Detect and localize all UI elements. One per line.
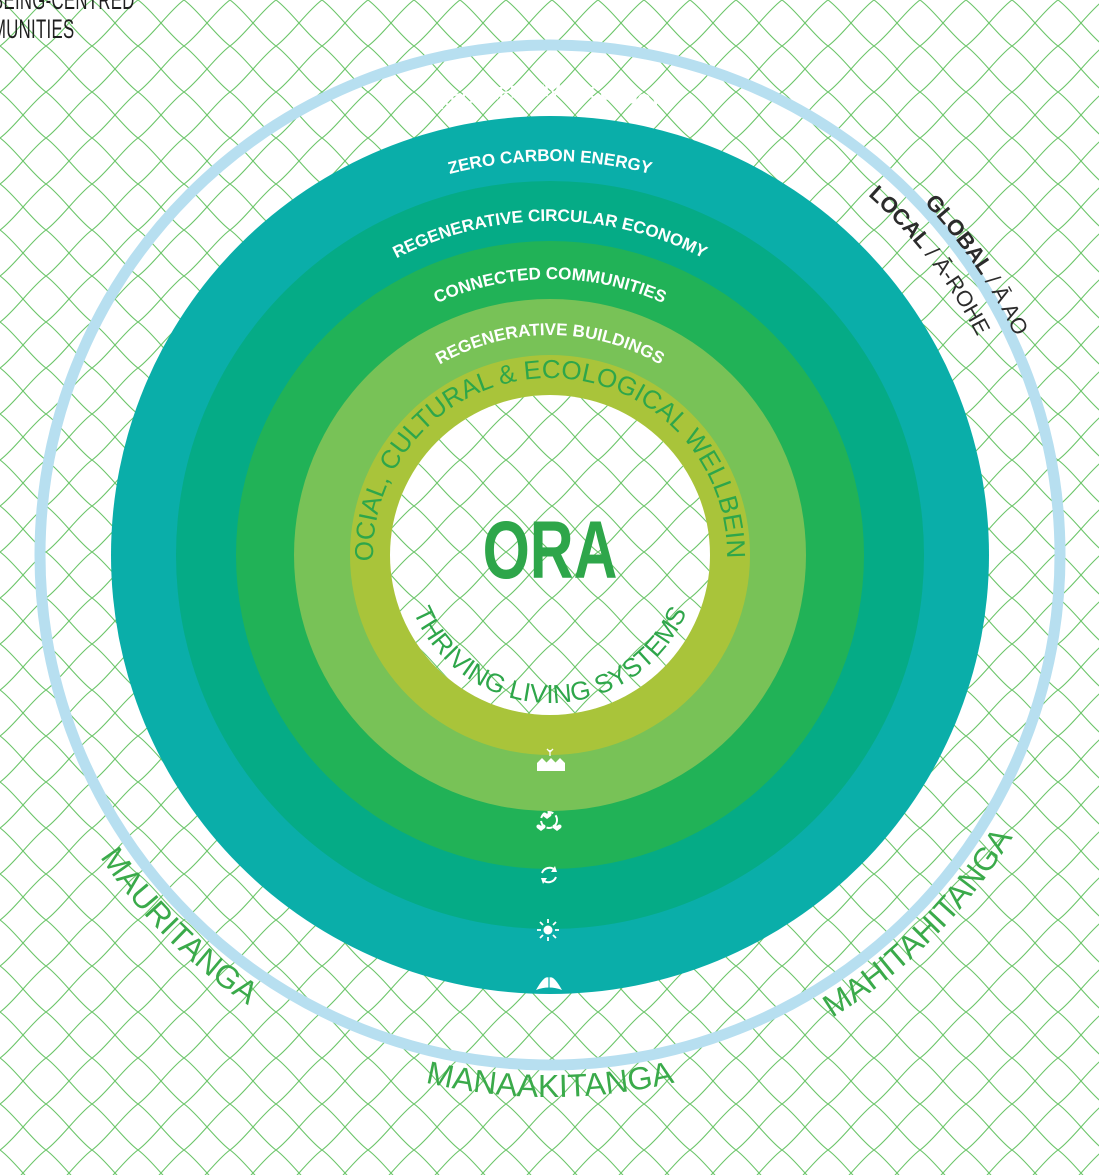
leaf-icon	[536, 977, 562, 990]
center-core-pattern	[390, 395, 710, 715]
ring-label-path-0: REGENERATIVE ECOLOGY	[436, 81, 664, 113]
corner-title-line2: MUNITIES	[0, 14, 75, 44]
houses-icon	[537, 748, 565, 771]
recycle-icon	[541, 866, 557, 884]
ring-label-regenerative-ecology: REGENERATIVE ECOLOGY	[436, 81, 664, 113]
outer-ring	[34, 39, 1066, 1071]
corner-title: BEING-CENTRED MUNITIES	[0, 0, 135, 44]
corner-title-line1: BEING-CENTRED	[0, 0, 135, 15]
value-mauritanga: MAURITANGA	[94, 840, 265, 1011]
center-title: ORA	[483, 505, 618, 596]
sun-icon	[537, 919, 559, 941]
values-arc-label: MAURITANGA	[94, 840, 265, 1011]
hearts-icon	[536, 811, 562, 831]
